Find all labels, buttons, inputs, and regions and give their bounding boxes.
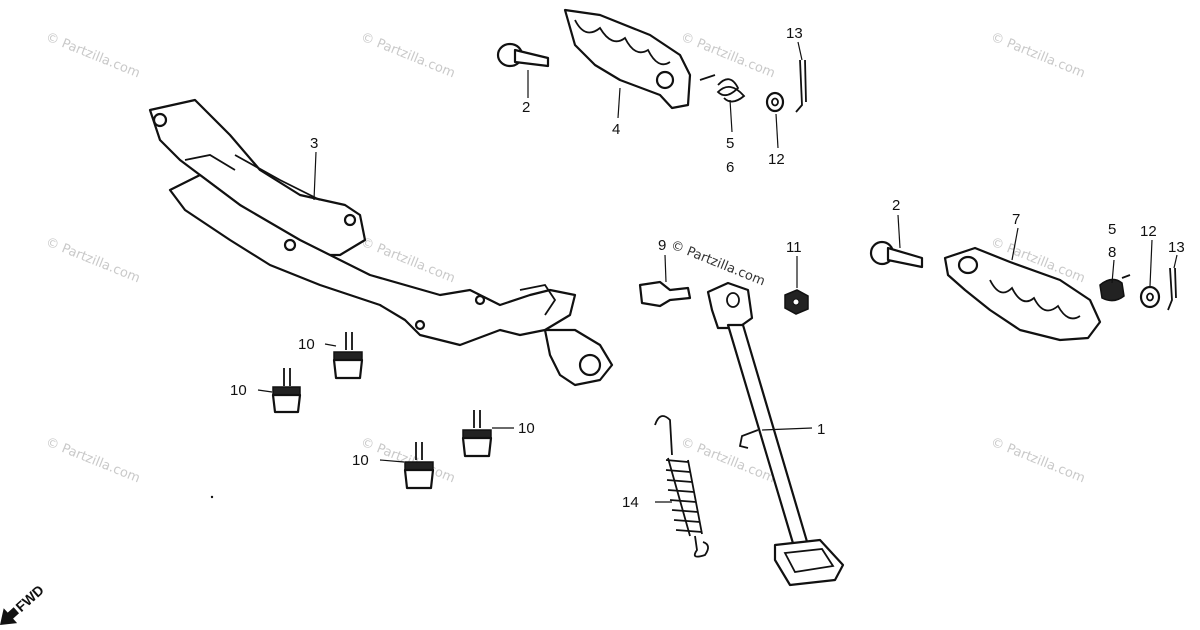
spring-top — [699, 74, 746, 103]
callout-10: 10 — [352, 452, 369, 469]
cotter-pin-right — [1167, 267, 1177, 311]
watermark: © Partzilla.com — [359, 30, 458, 81]
side-stand — [706, 281, 845, 587]
bolt-10-d — [403, 442, 435, 490]
watermark: © Partzilla.com — [989, 30, 1088, 81]
washer-right — [1139, 285, 1161, 309]
watermark: © Partzilla.com — [44, 30, 143, 81]
washer-top — [765, 91, 785, 113]
callout-10: 10 — [230, 382, 247, 399]
callout-10: 10 — [298, 336, 315, 353]
callout-2: 2 — [892, 197, 900, 214]
pin-right — [869, 240, 924, 269]
watermarks: © Partzilla.com © Partzilla.com © Partzi… — [44, 30, 1088, 486]
stand-spring — [654, 415, 709, 558]
bolt-10-c — [461, 410, 493, 458]
callout-9: 9 — [658, 237, 666, 254]
callout-6: 6 — [726, 159, 734, 176]
leader-lines — [257, 41, 1178, 503]
callout-12: 12 — [1140, 223, 1157, 240]
spring-right — [1099, 274, 1131, 302]
bolt-10-a — [332, 332, 364, 380]
callout-3: 3 — [310, 135, 318, 152]
main-step-bar — [148, 98, 614, 387]
callout-4: 4 — [612, 121, 620, 138]
callout-10: 10 — [518, 420, 535, 437]
fwd-label: FWD — [12, 582, 46, 615]
fwd-arrow: FWD — [0, 582, 47, 625]
watermark: © Partzilla.com — [44, 235, 143, 286]
callout-7: 7 — [1012, 211, 1020, 228]
fwd-arrow-icon — [0, 607, 20, 625]
callout-14: 14 — [622, 494, 639, 511]
bolt-10-b — [271, 368, 302, 414]
callout-5: 5 — [726, 135, 734, 152]
callout-8: 8 — [1108, 244, 1116, 261]
left-footpeg — [563, 8, 692, 110]
watermark: © Partzilla.com — [44, 435, 143, 486]
right-footpeg — [943, 246, 1102, 342]
watermark: © Partzilla.com — [989, 435, 1088, 486]
cotter-pin-top — [795, 59, 807, 113]
side-stand-nut — [784, 289, 809, 315]
callout-1: 1 — [817, 421, 825, 438]
callout-5: 5 — [1108, 221, 1116, 238]
pin-top — [496, 42, 550, 68]
callout-2: 2 — [522, 99, 530, 116]
side-stand-bolt — [638, 280, 692, 308]
callout-13: 13 — [1168, 239, 1185, 256]
callout-11: 11 — [786, 239, 802, 256]
callout-13: 13 — [786, 25, 803, 42]
watermark-inline: © Partzilla.com — [669, 238, 768, 289]
watermark: © Partzilla.com — [679, 30, 778, 81]
callout-12: 12 — [768, 151, 785, 168]
